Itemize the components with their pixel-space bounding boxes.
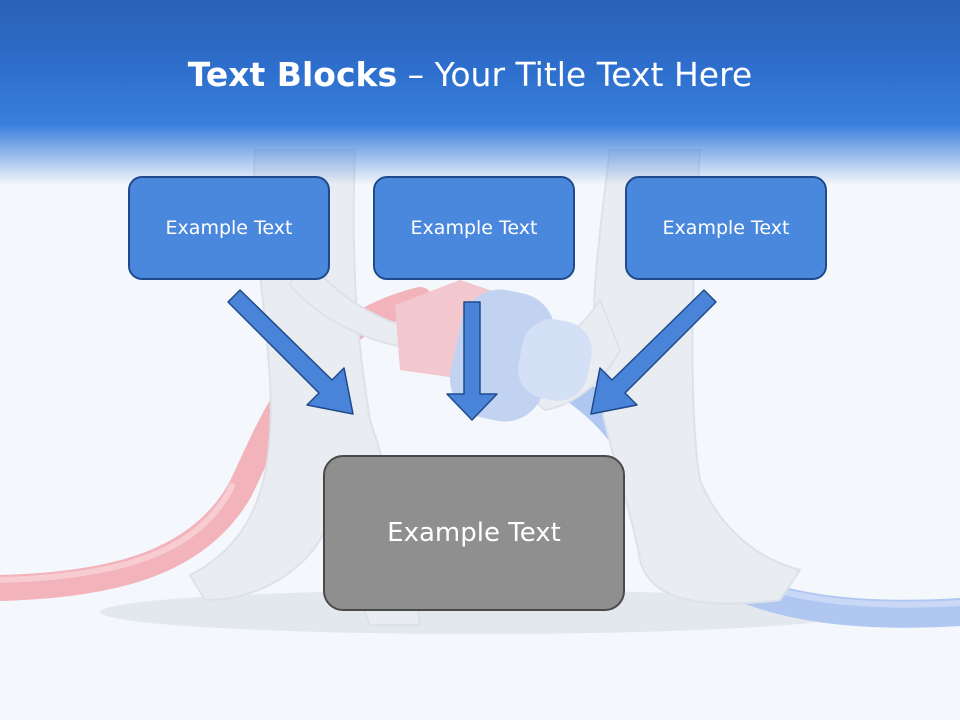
result-box[interactable]: Example Text bbox=[323, 455, 625, 611]
title-text: Your Title Text Here bbox=[434, 55, 753, 94]
text-box-2[interactable]: Example Text bbox=[373, 176, 575, 280]
arrow-right bbox=[590, 289, 717, 415]
slide-title: Text Blocks – Your Title Text Here bbox=[0, 52, 940, 98]
text-box-1-label: Example Text bbox=[165, 217, 293, 239]
text-box-2-label: Example Text bbox=[410, 217, 538, 239]
text-box-3-label: Example Text bbox=[662, 217, 790, 239]
arrow-left bbox=[227, 289, 354, 415]
arrow-center bbox=[446, 301, 498, 421]
text-box-1[interactable]: Example Text bbox=[128, 176, 330, 280]
result-box-label: Example Text bbox=[387, 518, 561, 548]
title-separator: – bbox=[397, 55, 435, 94]
title-bold-text: Text Blocks bbox=[187, 55, 398, 94]
text-box-3[interactable]: Example Text bbox=[625, 176, 827, 280]
title-bar: Text Blocks – Your Title Text Here bbox=[0, 0, 960, 200]
